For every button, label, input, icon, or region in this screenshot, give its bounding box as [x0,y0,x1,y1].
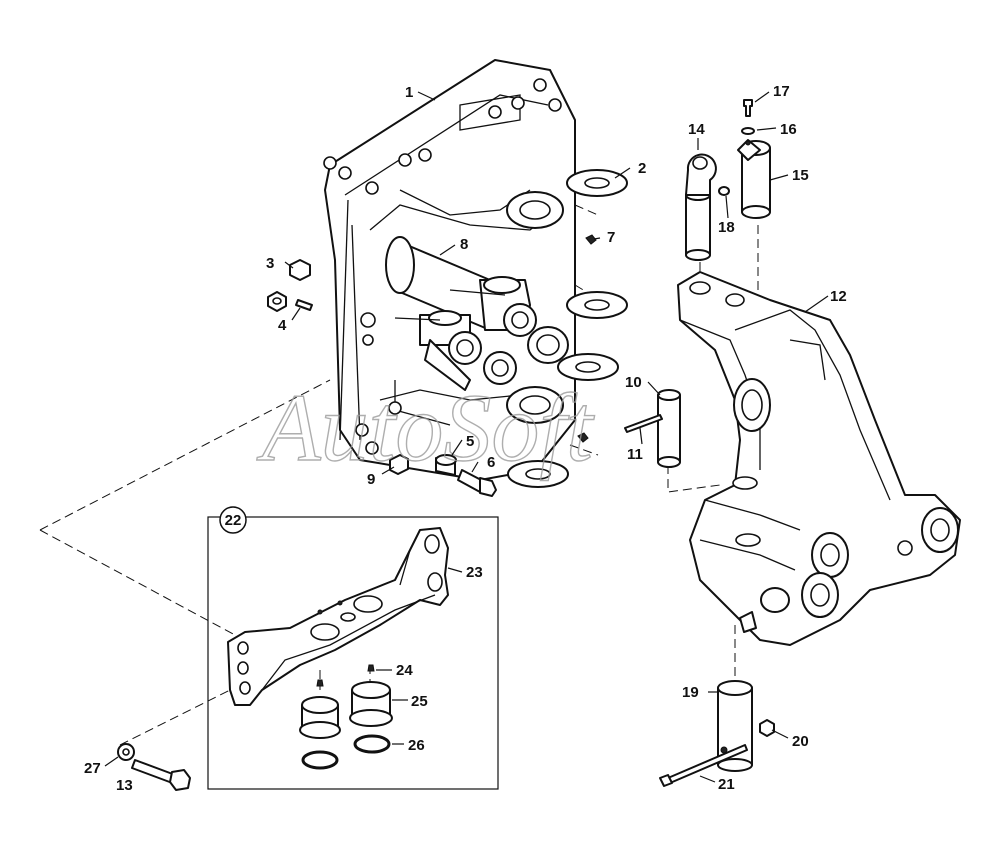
grease-nipples [577,234,597,443]
callout-25: 25 [411,693,428,710]
callout-6: 6 [487,454,495,471]
callout-5: 5 [466,433,474,450]
callout-26: 26 [408,737,425,754]
callout-21: 21 [718,776,735,793]
callout-18: 18 [718,219,735,236]
callout-labels: 1 2 3 4 5 6 7 8 9 10 11 12 13 14 15 16 1… [84,83,847,794]
callout-20: 20 [792,733,809,750]
callout-2: 2 [638,160,646,177]
bracket-23 [227,527,449,706]
callout-14: 14 [688,121,705,138]
callout-23: 23 [466,564,483,581]
callout-4: 4 [278,317,287,334]
callout-27: 27 [84,760,101,777]
callout-1: 1 [405,84,413,101]
callout-19: 19 [682,684,699,701]
callout-17: 17 [773,83,790,100]
pin-19-20-21 [659,680,775,787]
watermark-text: AutoSoft [256,374,595,481]
callout-8: 8 [460,236,468,253]
bolt-bushing-lower [389,454,497,497]
cylinder-assembly [385,236,569,391]
caps-and-orings [299,664,393,770]
bolt-13-washer-27 [117,743,191,791]
callout-13: 13 [116,777,133,794]
leader-lines [104,91,829,783]
washer-set [507,169,628,488]
upper-pins [685,99,771,261]
pin-10-11 [624,389,681,468]
callout-24: 24 [396,662,413,679]
callout-15: 15 [792,167,809,184]
nuts-left [267,259,313,312]
pivot-arm [677,271,961,646]
callout-9: 9 [367,471,375,488]
callout-3: 3 [266,255,274,272]
group-22-box: 22 [207,506,499,790]
group-22-label: 22 [225,512,242,529]
callout-10: 10 [625,374,642,391]
callout-7: 7 [607,229,615,246]
callout-12: 12 [830,288,847,305]
callout-16: 16 [780,121,797,138]
callout-11: 11 [627,446,643,463]
